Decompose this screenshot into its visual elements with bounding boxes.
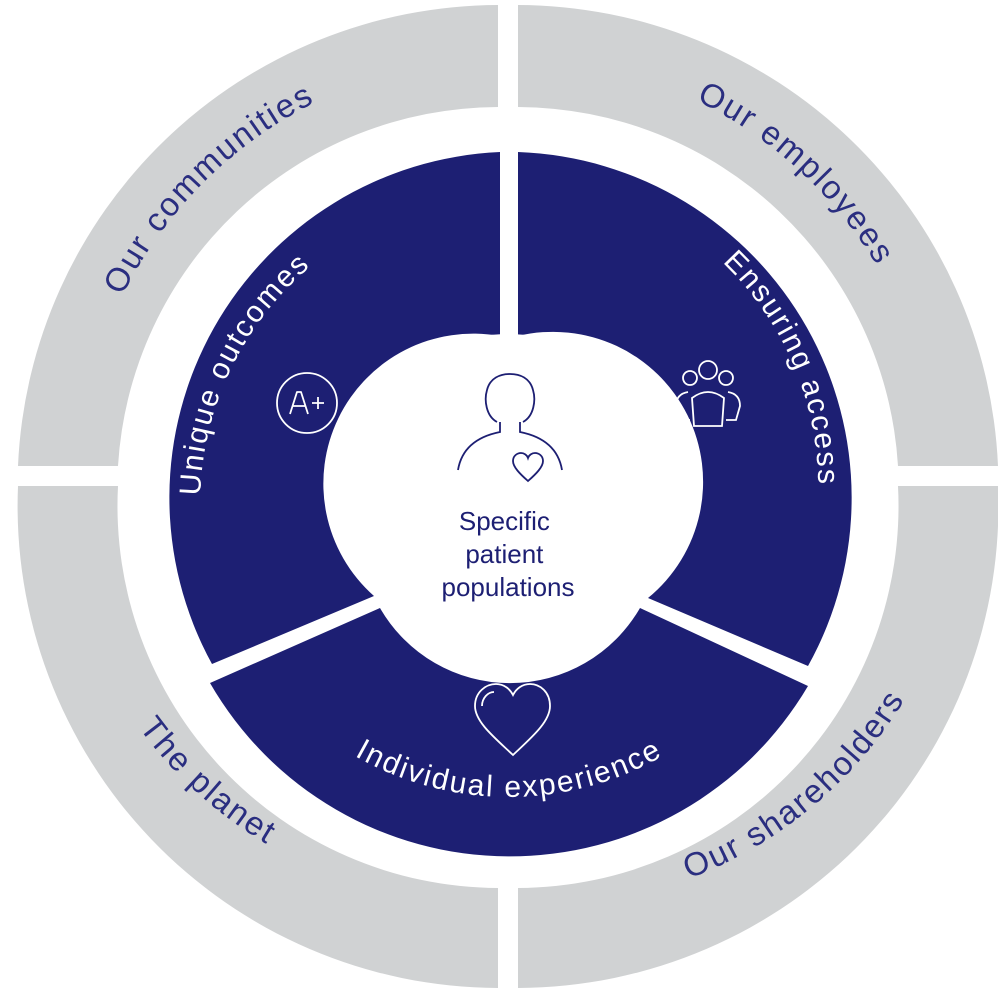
outer-segment-top-right — [518, 5, 998, 466]
outer-segment-bottom-left — [17, 486, 499, 988]
outer-ring — [17, 5, 998, 988]
center-label-line-1: Specific — [459, 506, 550, 536]
group-of-people-icon — [675, 360, 741, 427]
a-plus-grade-icon — [276, 372, 338, 434]
center-circle — [352, 334, 664, 646]
heart-icon — [474, 683, 551, 757]
center-label-line-2: patient — [465, 539, 544, 569]
outer-segment-top-left — [18, 5, 498, 466]
center-label-line-3: populations — [442, 572, 575, 602]
outer-segment-bottom-right — [518, 486, 998, 988]
person-heart-icon — [457, 373, 563, 483]
inner-segment-left — [169, 152, 500, 664]
inner-segment-right — [518, 152, 852, 666]
inner-ring — [169, 152, 852, 857]
inner-segment-bottom — [210, 608, 808, 857]
center-label: Specific patient populations — [442, 506, 575, 602]
